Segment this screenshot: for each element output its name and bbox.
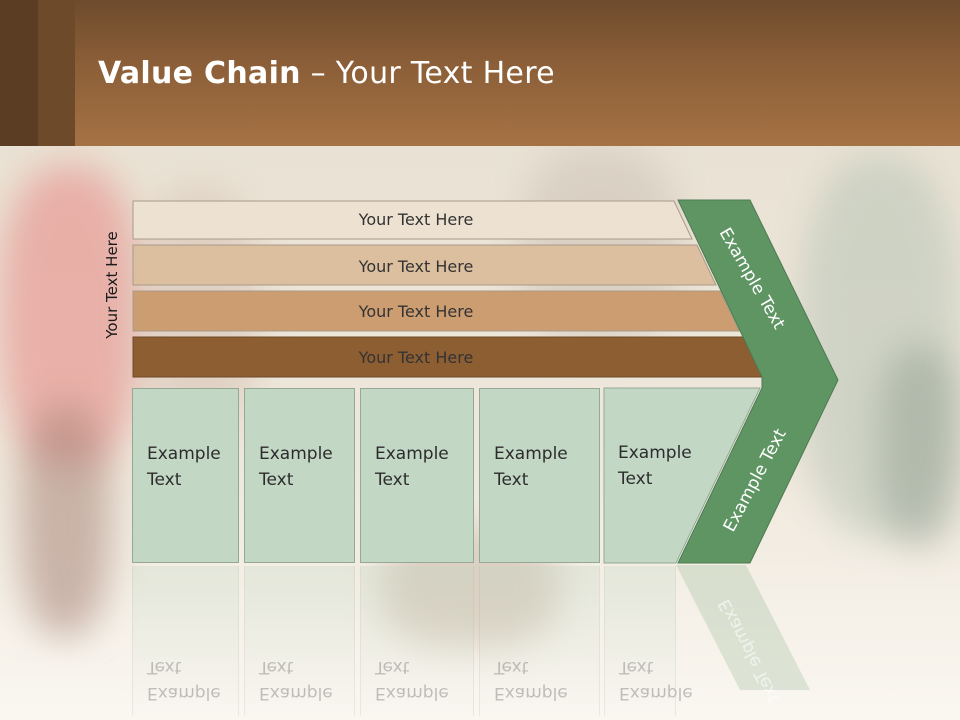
activity-box-5[interactable] <box>603 387 761 564</box>
chain-row-4-label: Your Text Here <box>358 348 474 367</box>
slide-title-bold: Value Chain <box>98 56 301 91</box>
chain-row-3-label: Your Text Here <box>358 302 474 321</box>
chain-row-2[interactable] <box>132 244 717 286</box>
chain-row-1[interactable] <box>132 200 693 240</box>
slide-title-rest: – Your Text Here <box>300 56 555 91</box>
slide-title: Value Chain – Your Text Here <box>98 56 555 91</box>
chain-row-3[interactable] <box>132 290 740 332</box>
chain-row-1-label: Your Text Here <box>358 210 474 229</box>
header-band: Value Chain – Your Text Here <box>0 0 960 146</box>
header-accent-bar <box>38 0 75 146</box>
chain-row-2-label: Your Text Here <box>358 257 474 276</box>
value-chevron[interactable] <box>677 199 839 564</box>
header-accent-bar <box>0 0 38 146</box>
chevron-reflection <box>676 565 810 690</box>
